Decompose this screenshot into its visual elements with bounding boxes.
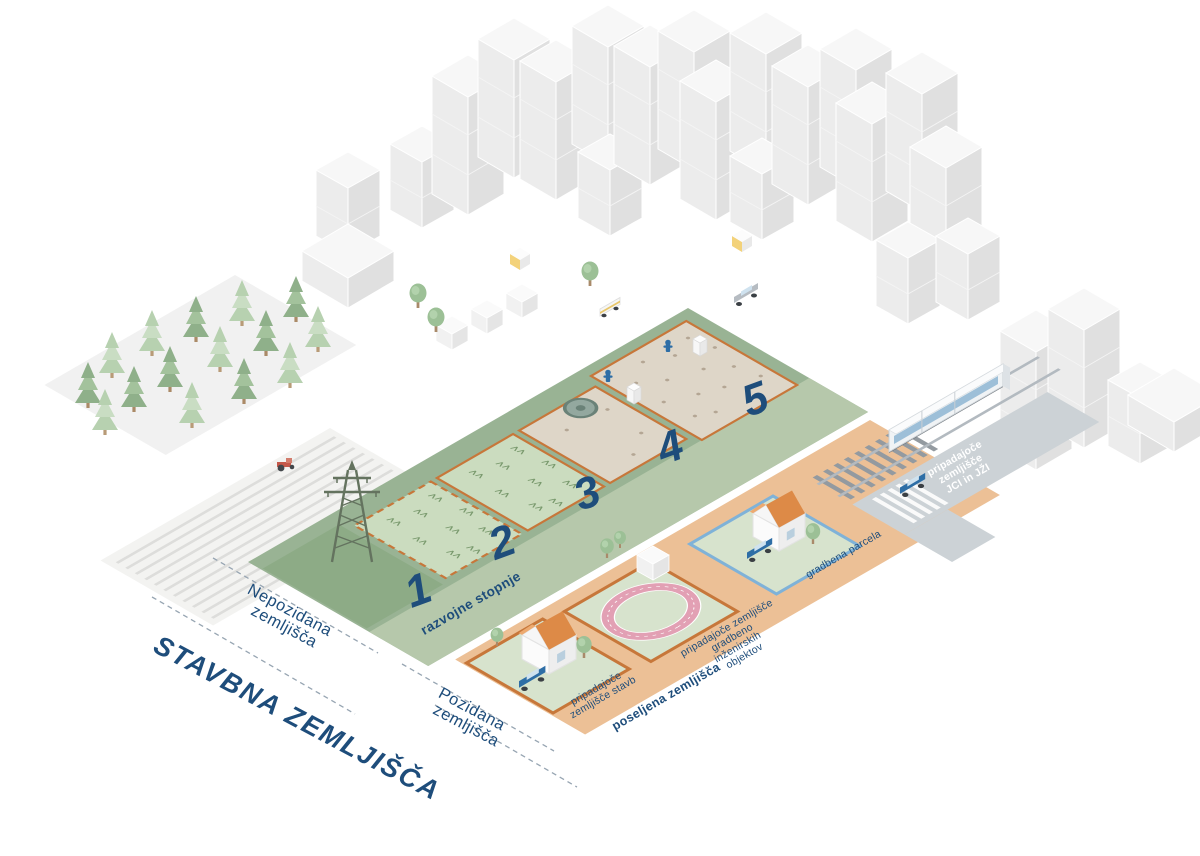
plot-2-ground bbox=[352, 480, 524, 580]
van-icon bbox=[599, 297, 621, 318]
storage-shed-icon bbox=[505, 283, 539, 319]
main-title: STAVBNA ZEMLJIŠČA bbox=[149, 629, 446, 807]
railway-zone: pripadajoče zemljišče JCI in JŽI bbox=[812, 356, 1100, 562]
utility-cabinet-icon bbox=[692, 334, 708, 357]
power-pylon-icon bbox=[324, 460, 380, 563]
dashed-divider bbox=[151, 596, 356, 715]
green-development-area: 1 2 3 4 5 razvojne stopnje bbox=[248, 308, 869, 666]
train-icon bbox=[888, 363, 1011, 453]
building-icon bbox=[875, 221, 941, 325]
dashed-divider bbox=[401, 663, 555, 752]
jzi-band-foot bbox=[904, 509, 996, 562]
building-icon bbox=[301, 223, 395, 309]
zebra-crossing bbox=[871, 479, 949, 524]
stadium-track-icon bbox=[600, 582, 702, 641]
forest-ground bbox=[44, 275, 357, 455]
storage-shed-icon bbox=[470, 299, 504, 335]
jzi-band bbox=[852, 392, 1100, 535]
forest bbox=[44, 275, 357, 455]
manhole-icon bbox=[562, 397, 599, 419]
green-light-band bbox=[369, 378, 869, 666]
plot-5-ground bbox=[588, 319, 800, 442]
utility-cabinet-icon bbox=[626, 382, 642, 405]
label-pozidana: Pozidana zemljišča bbox=[428, 684, 513, 751]
plot-1-ground bbox=[262, 524, 443, 629]
gravel-dots bbox=[564, 336, 763, 456]
dashed-divider bbox=[212, 557, 379, 654]
tree-icon bbox=[409, 283, 427, 308]
kiosk-icon bbox=[510, 248, 530, 270]
svg-text:STAVBNA ZEMLJIŠČA: STAVBNA ZEMLJIŠČA bbox=[149, 629, 446, 807]
plot-4-ground bbox=[516, 385, 689, 485]
building-icon bbox=[935, 217, 1001, 321]
tree-icon bbox=[581, 261, 599, 286]
gray-car-icon bbox=[734, 283, 758, 306]
dashed-divider bbox=[434, 704, 578, 788]
plot-3-ground bbox=[434, 432, 607, 532]
kiosk-icon bbox=[732, 230, 752, 252]
svg-text:Pozidana zemljišča: Pozidana zemljišča bbox=[428, 684, 513, 751]
parcel-gio bbox=[561, 559, 741, 664]
